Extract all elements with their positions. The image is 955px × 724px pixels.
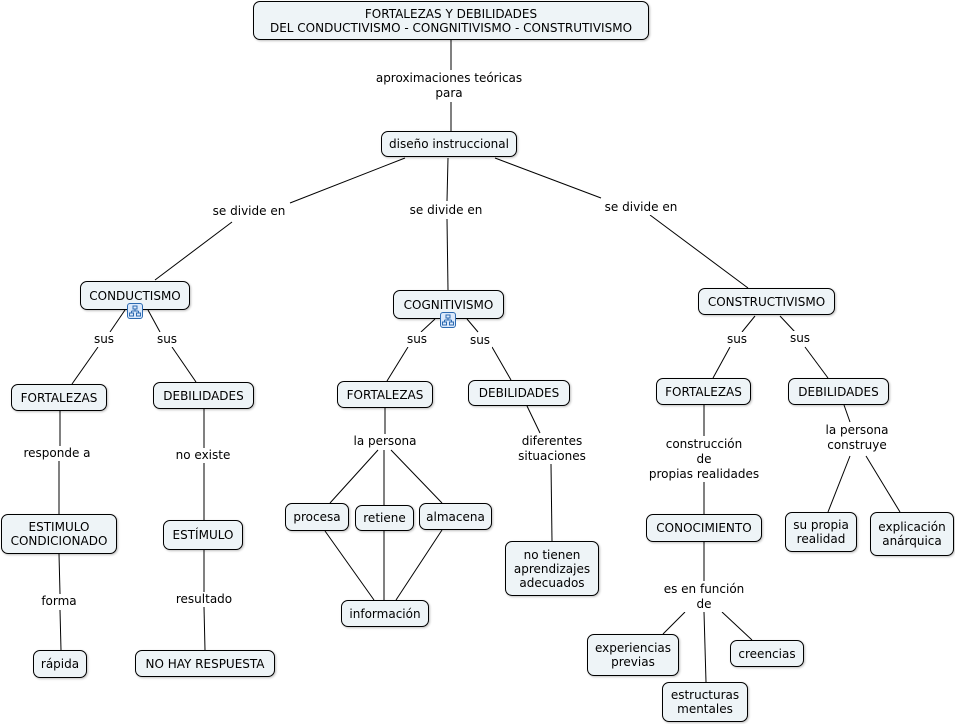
estimulo-condicionado-node[interactable]: ESTIMULO CONDICIONADO <box>1 514 117 554</box>
rapida-node[interactable]: rápida <box>33 650 87 678</box>
link-label-se-divide-en: se divide en <box>407 203 485 218</box>
conocimiento-node[interactable]: CONOCIMIENTO <box>646 514 762 542</box>
link-label-la-persona-construye: la persona construye <box>823 423 891 453</box>
explicacion-anarquica-node[interactable]: explicación anárquica <box>870 512 954 556</box>
link-label-no-existe: no existe <box>173 448 233 463</box>
link-label-responde-a: responde a <box>21 446 93 461</box>
link-label-diferentes-situaciones: diferentes situaciones <box>516 434 588 464</box>
no-hay-respuesta-node[interactable]: NO HAY RESPUESTA <box>135 650 275 677</box>
link-label-sus: sus <box>787 331 813 346</box>
link-label-la-persona: la persona <box>351 434 419 449</box>
submap-icon[interactable] <box>127 303 143 319</box>
link-label-forma: forma <box>39 594 79 609</box>
link-label-construccion: construcción de propias realidades <box>646 437 762 482</box>
retiene-node[interactable]: retiene <box>355 505 414 531</box>
almacena-node[interactable]: almacena <box>419 503 492 530</box>
constructivismo-node[interactable]: CONSTRUCTIVISMO <box>698 288 835 315</box>
conductismo-fortalezas-node[interactable]: FORTALEZAS <box>11 384 107 411</box>
constructivismo-fortalezas-node[interactable]: FORTALEZAS <box>656 378 751 405</box>
link-label-se-divide-en: se divide en <box>210 204 288 219</box>
creencias-node[interactable]: creencias <box>730 640 804 667</box>
cognitivismo-fortalezas-node[interactable]: FORTALEZAS <box>337 381 433 408</box>
link-label-sus: sus <box>404 332 430 347</box>
title-node[interactable]: FORTALEZAS Y DEBILIDADES DEL CONDUCTIVIS… <box>253 1 649 40</box>
cognitivismo-debilidades-node[interactable]: DEBILIDADES <box>468 380 570 406</box>
experiencias-previas-node[interactable]: experiencias previas <box>587 634 679 676</box>
no-tienen-aprendizajes-node[interactable]: no tienen aprendizajes adecuados <box>505 541 599 596</box>
link-label-sus: sus <box>724 332 750 347</box>
link-label-sus: sus <box>467 333 493 348</box>
su-propia-realidad-node[interactable]: su propia realidad <box>785 512 857 552</box>
estructuras-mentales-node[interactable]: estructuras mentales <box>662 682 748 722</box>
estimulo-node[interactable]: ESTÍMULO <box>163 520 243 550</box>
submap-icon[interactable] <box>440 312 456 328</box>
procesa-node[interactable]: procesa <box>285 503 349 531</box>
diseno-instruccional-node[interactable]: diseño instruccional <box>381 131 517 157</box>
link-label-sus: sus <box>91 332 117 347</box>
informacion-node[interactable]: información <box>341 600 429 627</box>
link-label-se-divide-en: se divide en <box>602 200 680 215</box>
link-label-resultado: resultado <box>173 592 235 607</box>
link-label-es-en-funcion: es en función de <box>661 582 747 612</box>
link-label-sus: sus <box>154 332 180 347</box>
conductismo-debilidades-node[interactable]: DEBILIDADES <box>153 382 254 409</box>
link-label-aproximaciones: aproximaciones teóricas para <box>373 71 525 101</box>
constructivismo-debilidades-node[interactable]: DEBILIDADES <box>788 378 889 405</box>
